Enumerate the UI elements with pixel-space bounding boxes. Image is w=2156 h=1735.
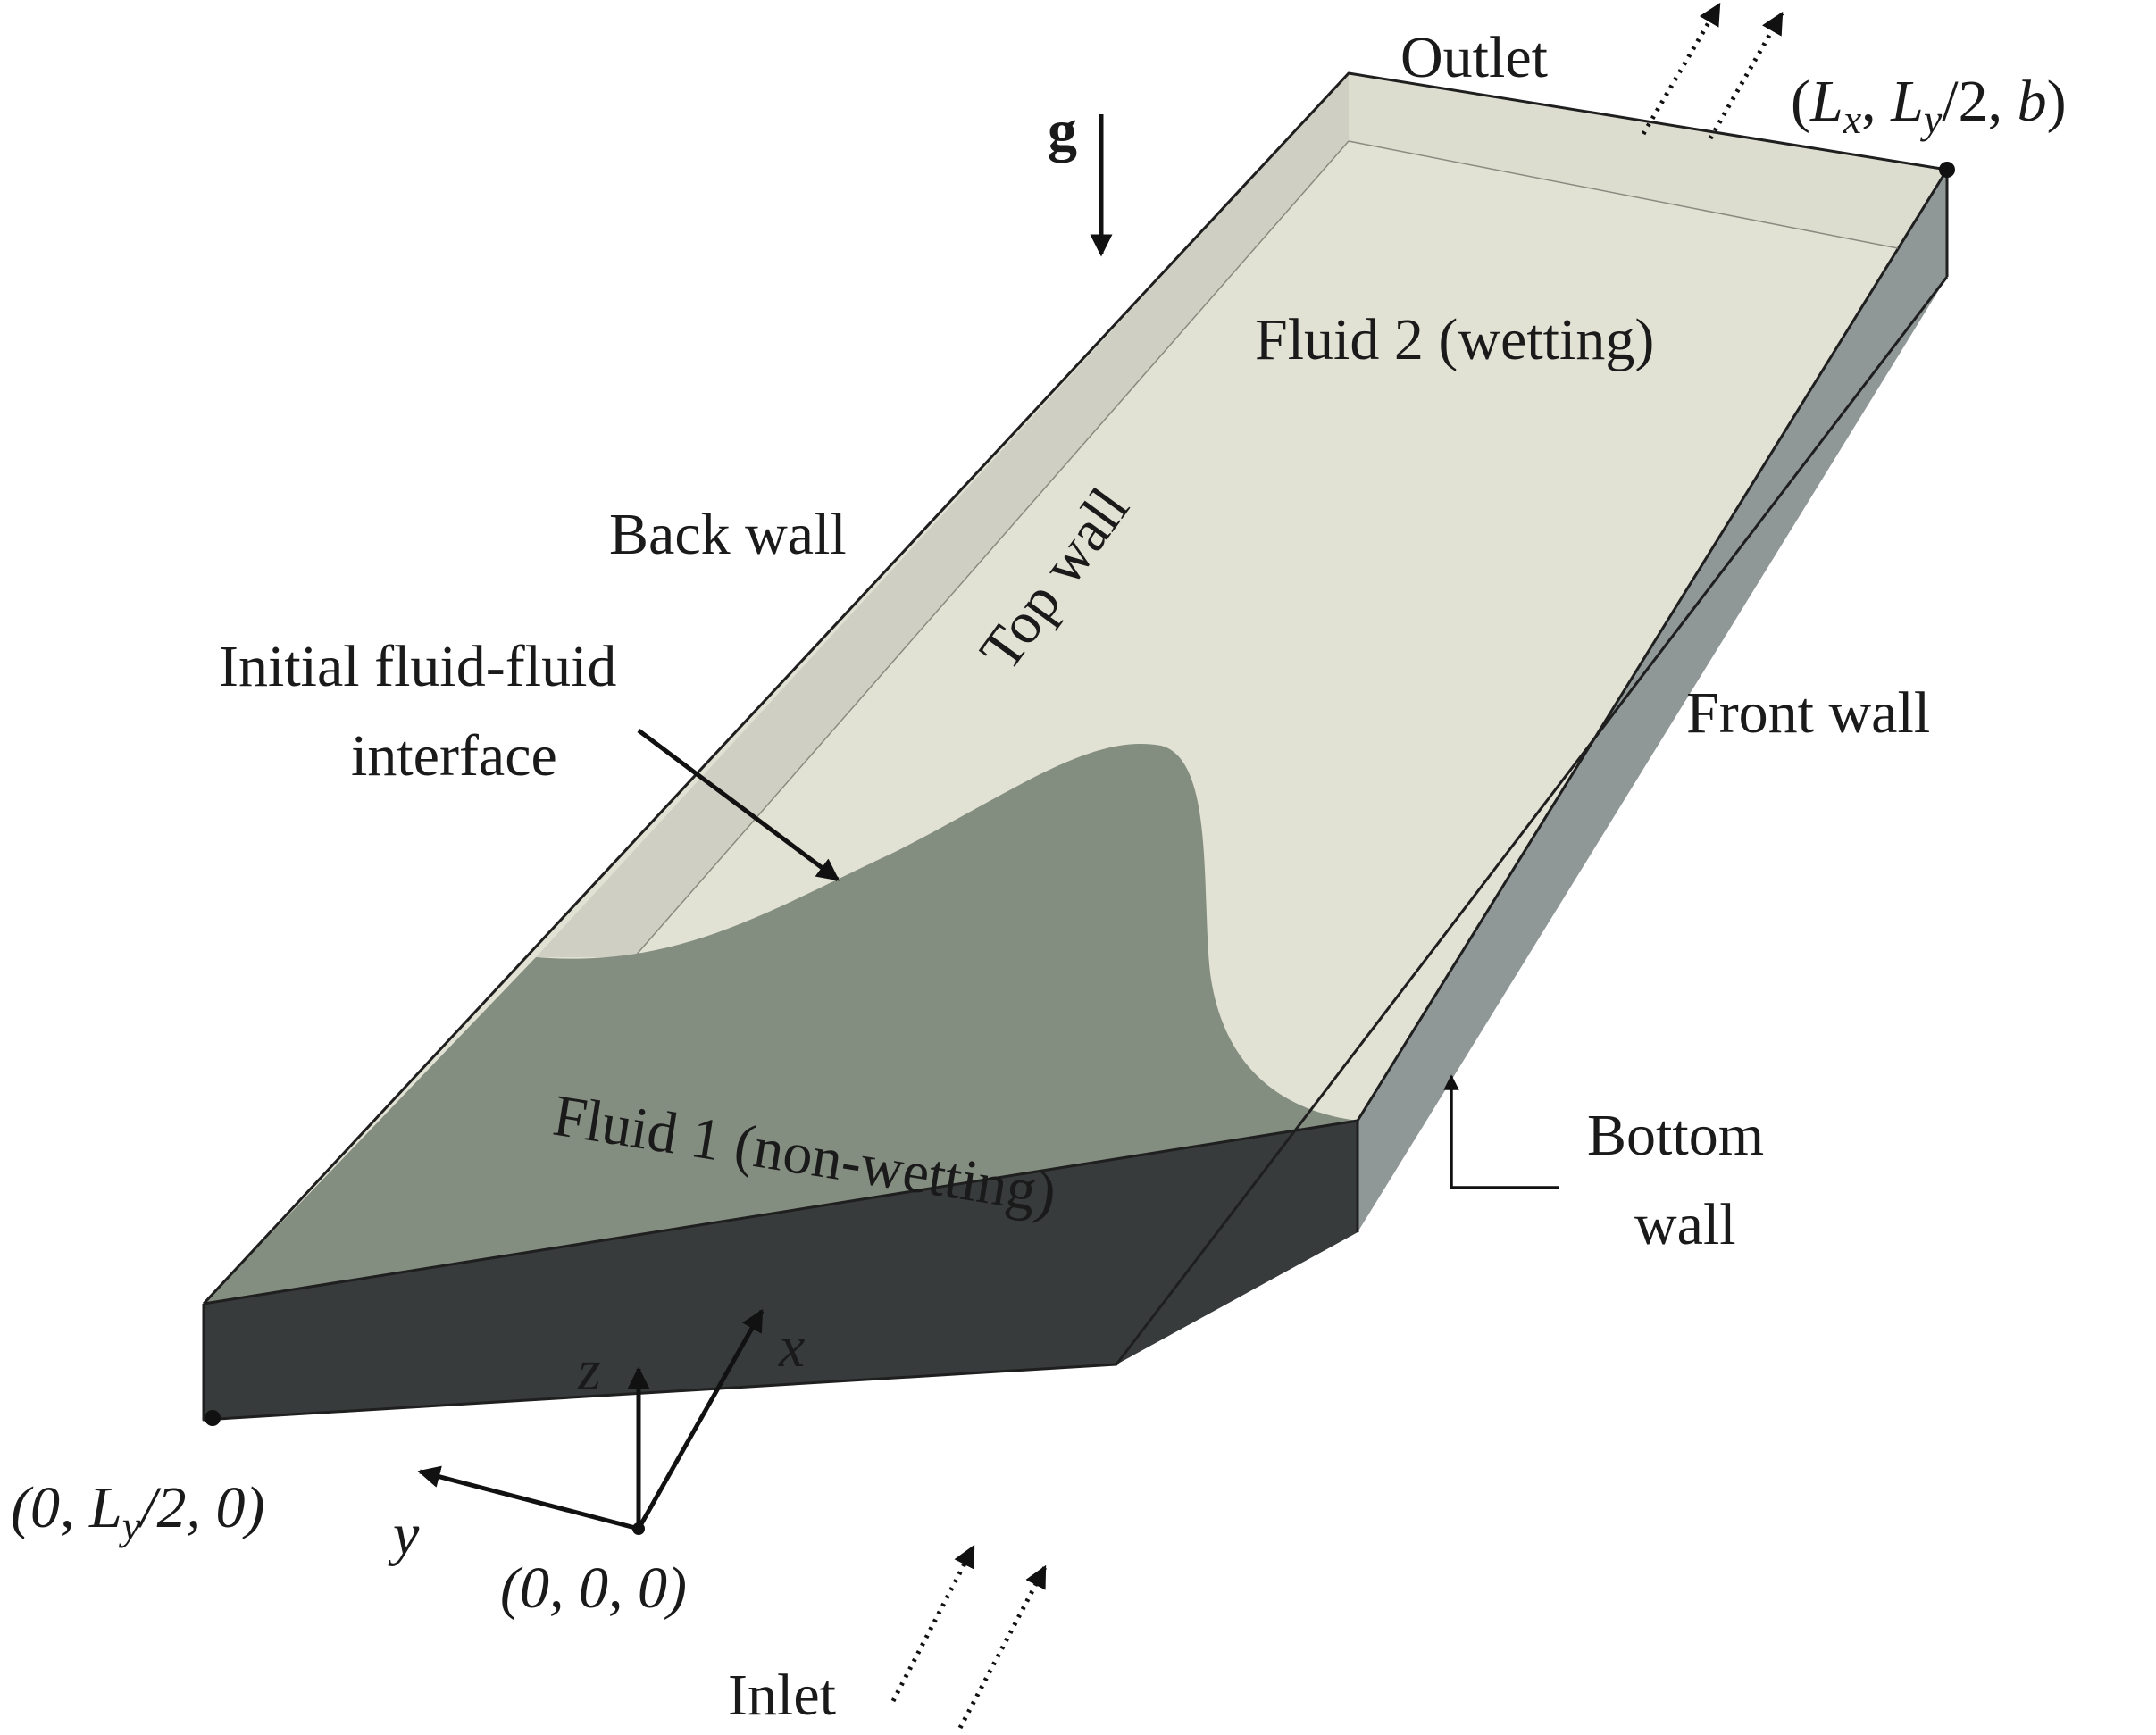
outlet-wall-face	[1349, 73, 1947, 248]
front-wall-label: Front wall	[1686, 680, 1930, 746]
inner-edge-back	[633, 140, 1350, 958]
interface-label-line1: Initial fluid-fluid	[219, 634, 616, 699]
inlet-label: Inlet	[728, 1663, 836, 1728]
bottom-wall-label-line2: wall	[1634, 1192, 1736, 1257]
inlet-arrow-2	[957, 1564, 1048, 1730]
inner-edge-outlet	[1348, 140, 1899, 249]
x-axis-label: x	[778, 1314, 805, 1380]
back-wall-label: Back wall	[609, 502, 847, 567]
box-edge-bottom	[202, 276, 1949, 1422]
y-axis-label: y	[388, 1502, 420, 1567]
box-edges	[202, 71, 1949, 1305]
x-axis-arrow	[636, 1308, 765, 1531]
interface-pointer	[637, 728, 840, 882]
inlet-face	[204, 1121, 1358, 1420]
outlet-arrow-1	[1641, 2, 1722, 136]
front-wall-fluid1-face	[1116, 1121, 1358, 1364]
left-corner-label: (0, Ly/2, 0)	[11, 1475, 264, 1548]
left-corner-dot	[205, 1410, 221, 1426]
outlet-arrow-2	[1708, 11, 1784, 140]
origin-dot	[632, 1522, 645, 1535]
front-wall-face	[1358, 170, 1947, 1232]
fluid2-label: Fluid 2 (wetting)	[1255, 307, 1654, 372]
z-axis-label: z	[577, 1338, 601, 1403]
far-corner-dot	[1939, 162, 1955, 178]
bottom-wall-pointer	[1443, 1074, 1559, 1189]
gravity-label: g	[1048, 98, 1077, 163]
far-corner-label: (Lx, Ly/2, b)	[1791, 69, 2067, 142]
back-wall-face	[536, 73, 1349, 957]
outlet-label: Outlet	[1400, 25, 1548, 90]
y-axis-arrow	[417, 1465, 639, 1531]
inlet-arrow-1	[890, 1544, 976, 1703]
origin-label: (0, 0, 0)	[500, 1556, 687, 1621]
interface-label-line2: interface	[351, 723, 557, 788]
fluid1-region	[204, 743, 1358, 1304]
bottom-wall-label-line1: Bottom	[1587, 1103, 1764, 1168]
